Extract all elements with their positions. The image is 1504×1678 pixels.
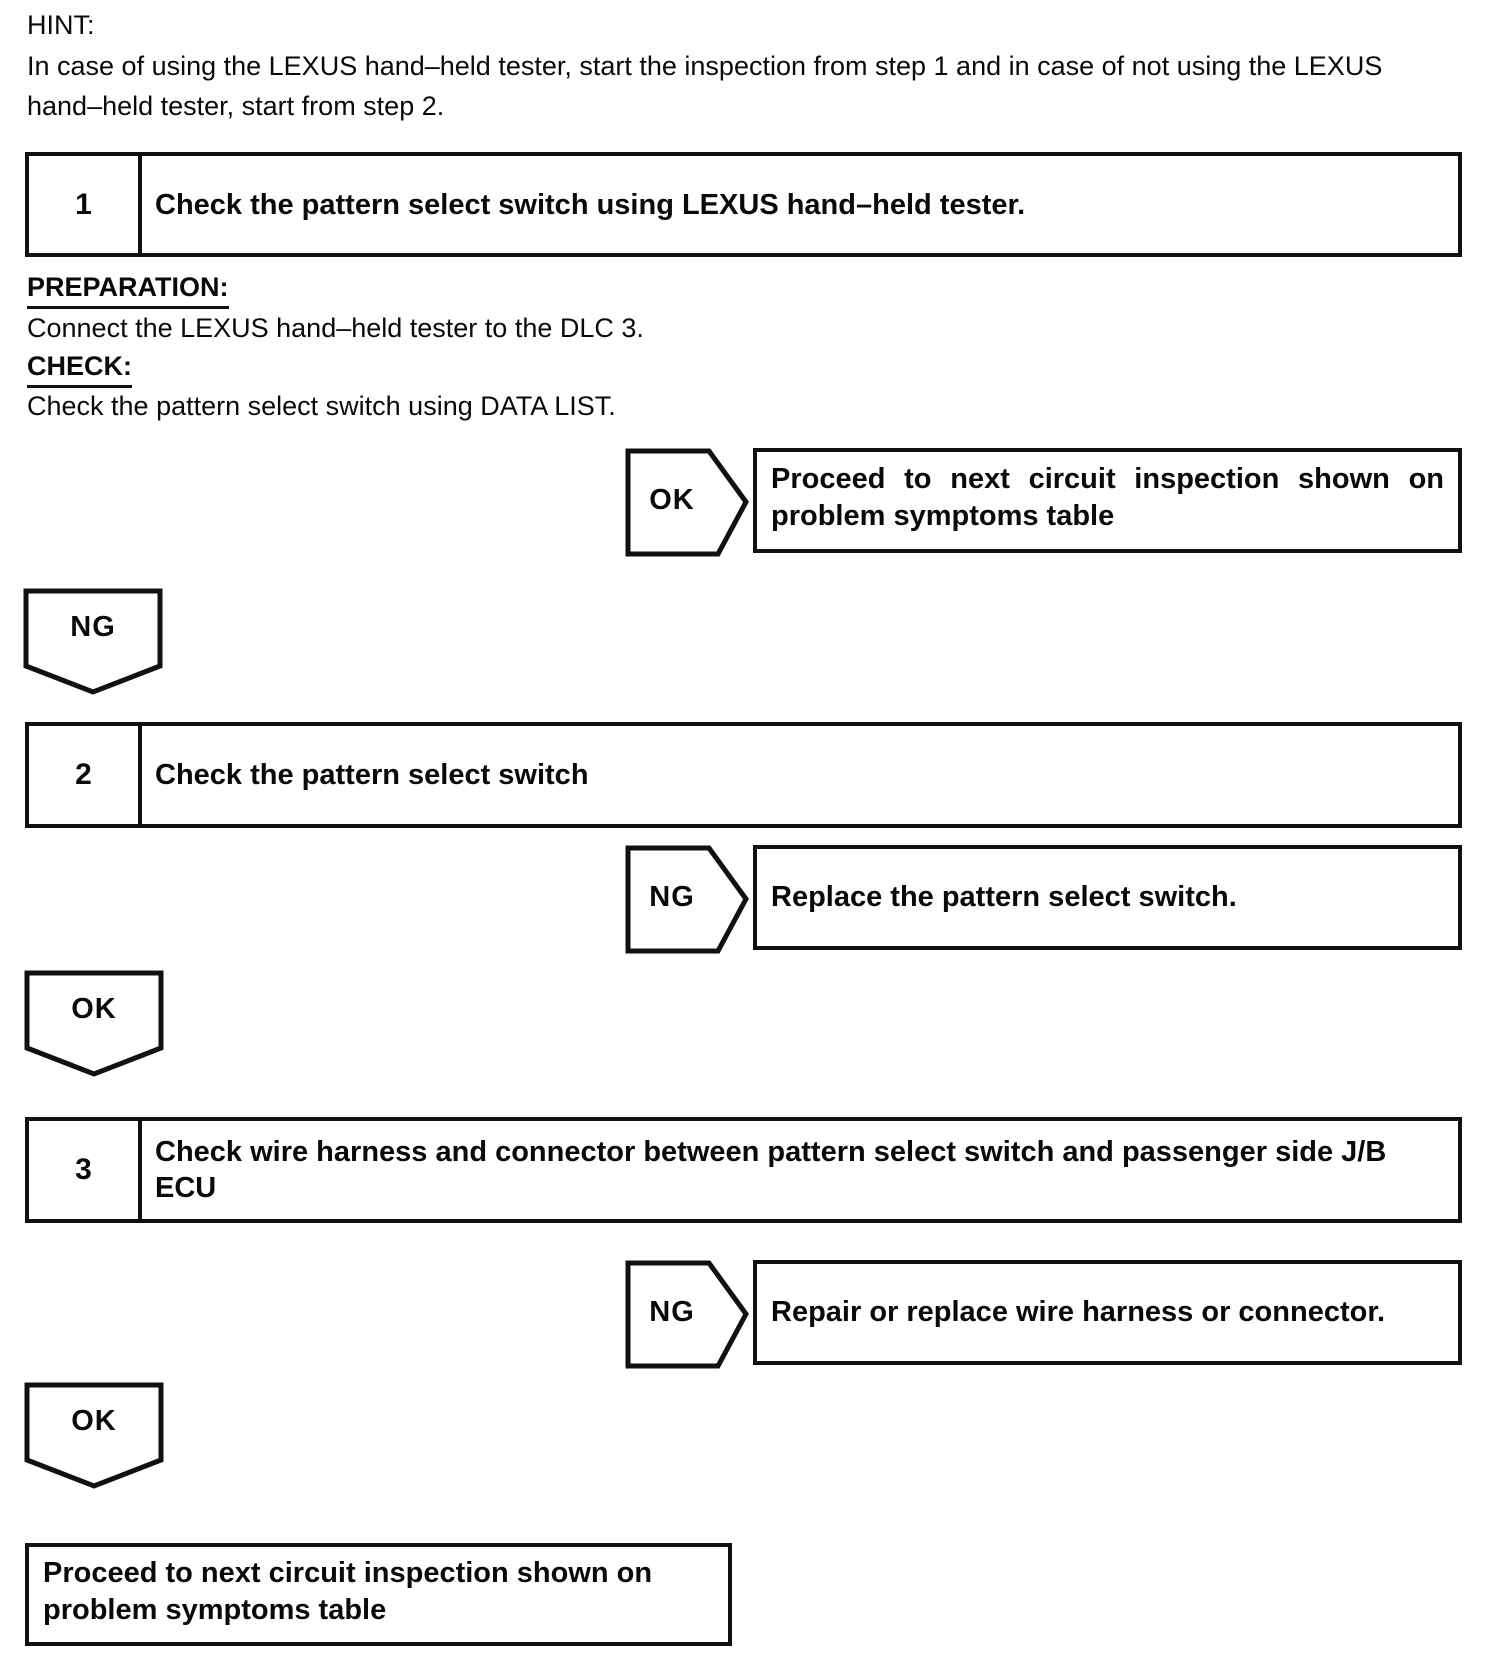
ng-arrow-connector: NG [625,1260,749,1369]
hint-label: HINT: [27,10,95,40]
ng-connector-label: NG [649,1296,695,1328]
step3-ng-result-box: Repair or replace wire harness or connec… [753,1260,1462,1365]
step1-title: Check the pattern select switch using LE… [155,188,1026,221]
down-pentagon-icon [24,970,164,1077]
right-arrow-pentagon-icon [625,845,749,954]
step1-box: 1 Check the pattern select switch using … [25,152,1462,257]
step2-ng-result-box: Replace the pattern select switch. [753,845,1462,950]
preparation-text: Connect the LEXUS hand–held tester to th… [27,313,644,343]
step3-box: 3 Check wire harness and connector betwe… [25,1117,1462,1223]
step1-number: 1 [29,156,142,253]
ng-arrow-connector: NG [625,845,749,954]
down-pentagon-icon [23,588,163,695]
preparation-heading: PREPARATION: [27,272,229,309]
check-heading: CHECK: [27,351,132,388]
step2-box: 2 Check the pattern select switch [25,722,1462,828]
ng-connector-label: NG [649,881,695,913]
right-arrow-pentagon-icon [625,1260,749,1369]
step3-title: Check wire harness and connector between… [155,1136,1387,1204]
down-pentagon-icon [24,1382,164,1489]
ng-connector-label: NG [70,610,116,643]
right-arrow-pentagon-icon [625,448,749,557]
check-text: Check the pattern select switch using DA… [27,391,616,421]
step1-ok-result-box: Proceed to next circuit inspection shown… [753,448,1462,553]
ng-down-connector: NG [23,588,163,695]
ok-arrow-connector: OK [625,448,749,557]
ok-connector-label: OK [71,1404,117,1437]
step2-title: Check the pattern select switch [155,759,589,791]
ok-connector-label: OK [71,992,117,1025]
step2-number: 2 [29,726,142,824]
final-result-box: Proceed to next circuit inspection shown… [25,1543,732,1646]
ok-connector-label: OK [649,484,695,516]
hint-text: In case of using the LEXUS hand–held tes… [27,51,1383,121]
ok-down-connector: OK [24,1382,164,1489]
step3-number: 3 [29,1121,142,1219]
ok-down-connector: OK [24,970,164,1077]
